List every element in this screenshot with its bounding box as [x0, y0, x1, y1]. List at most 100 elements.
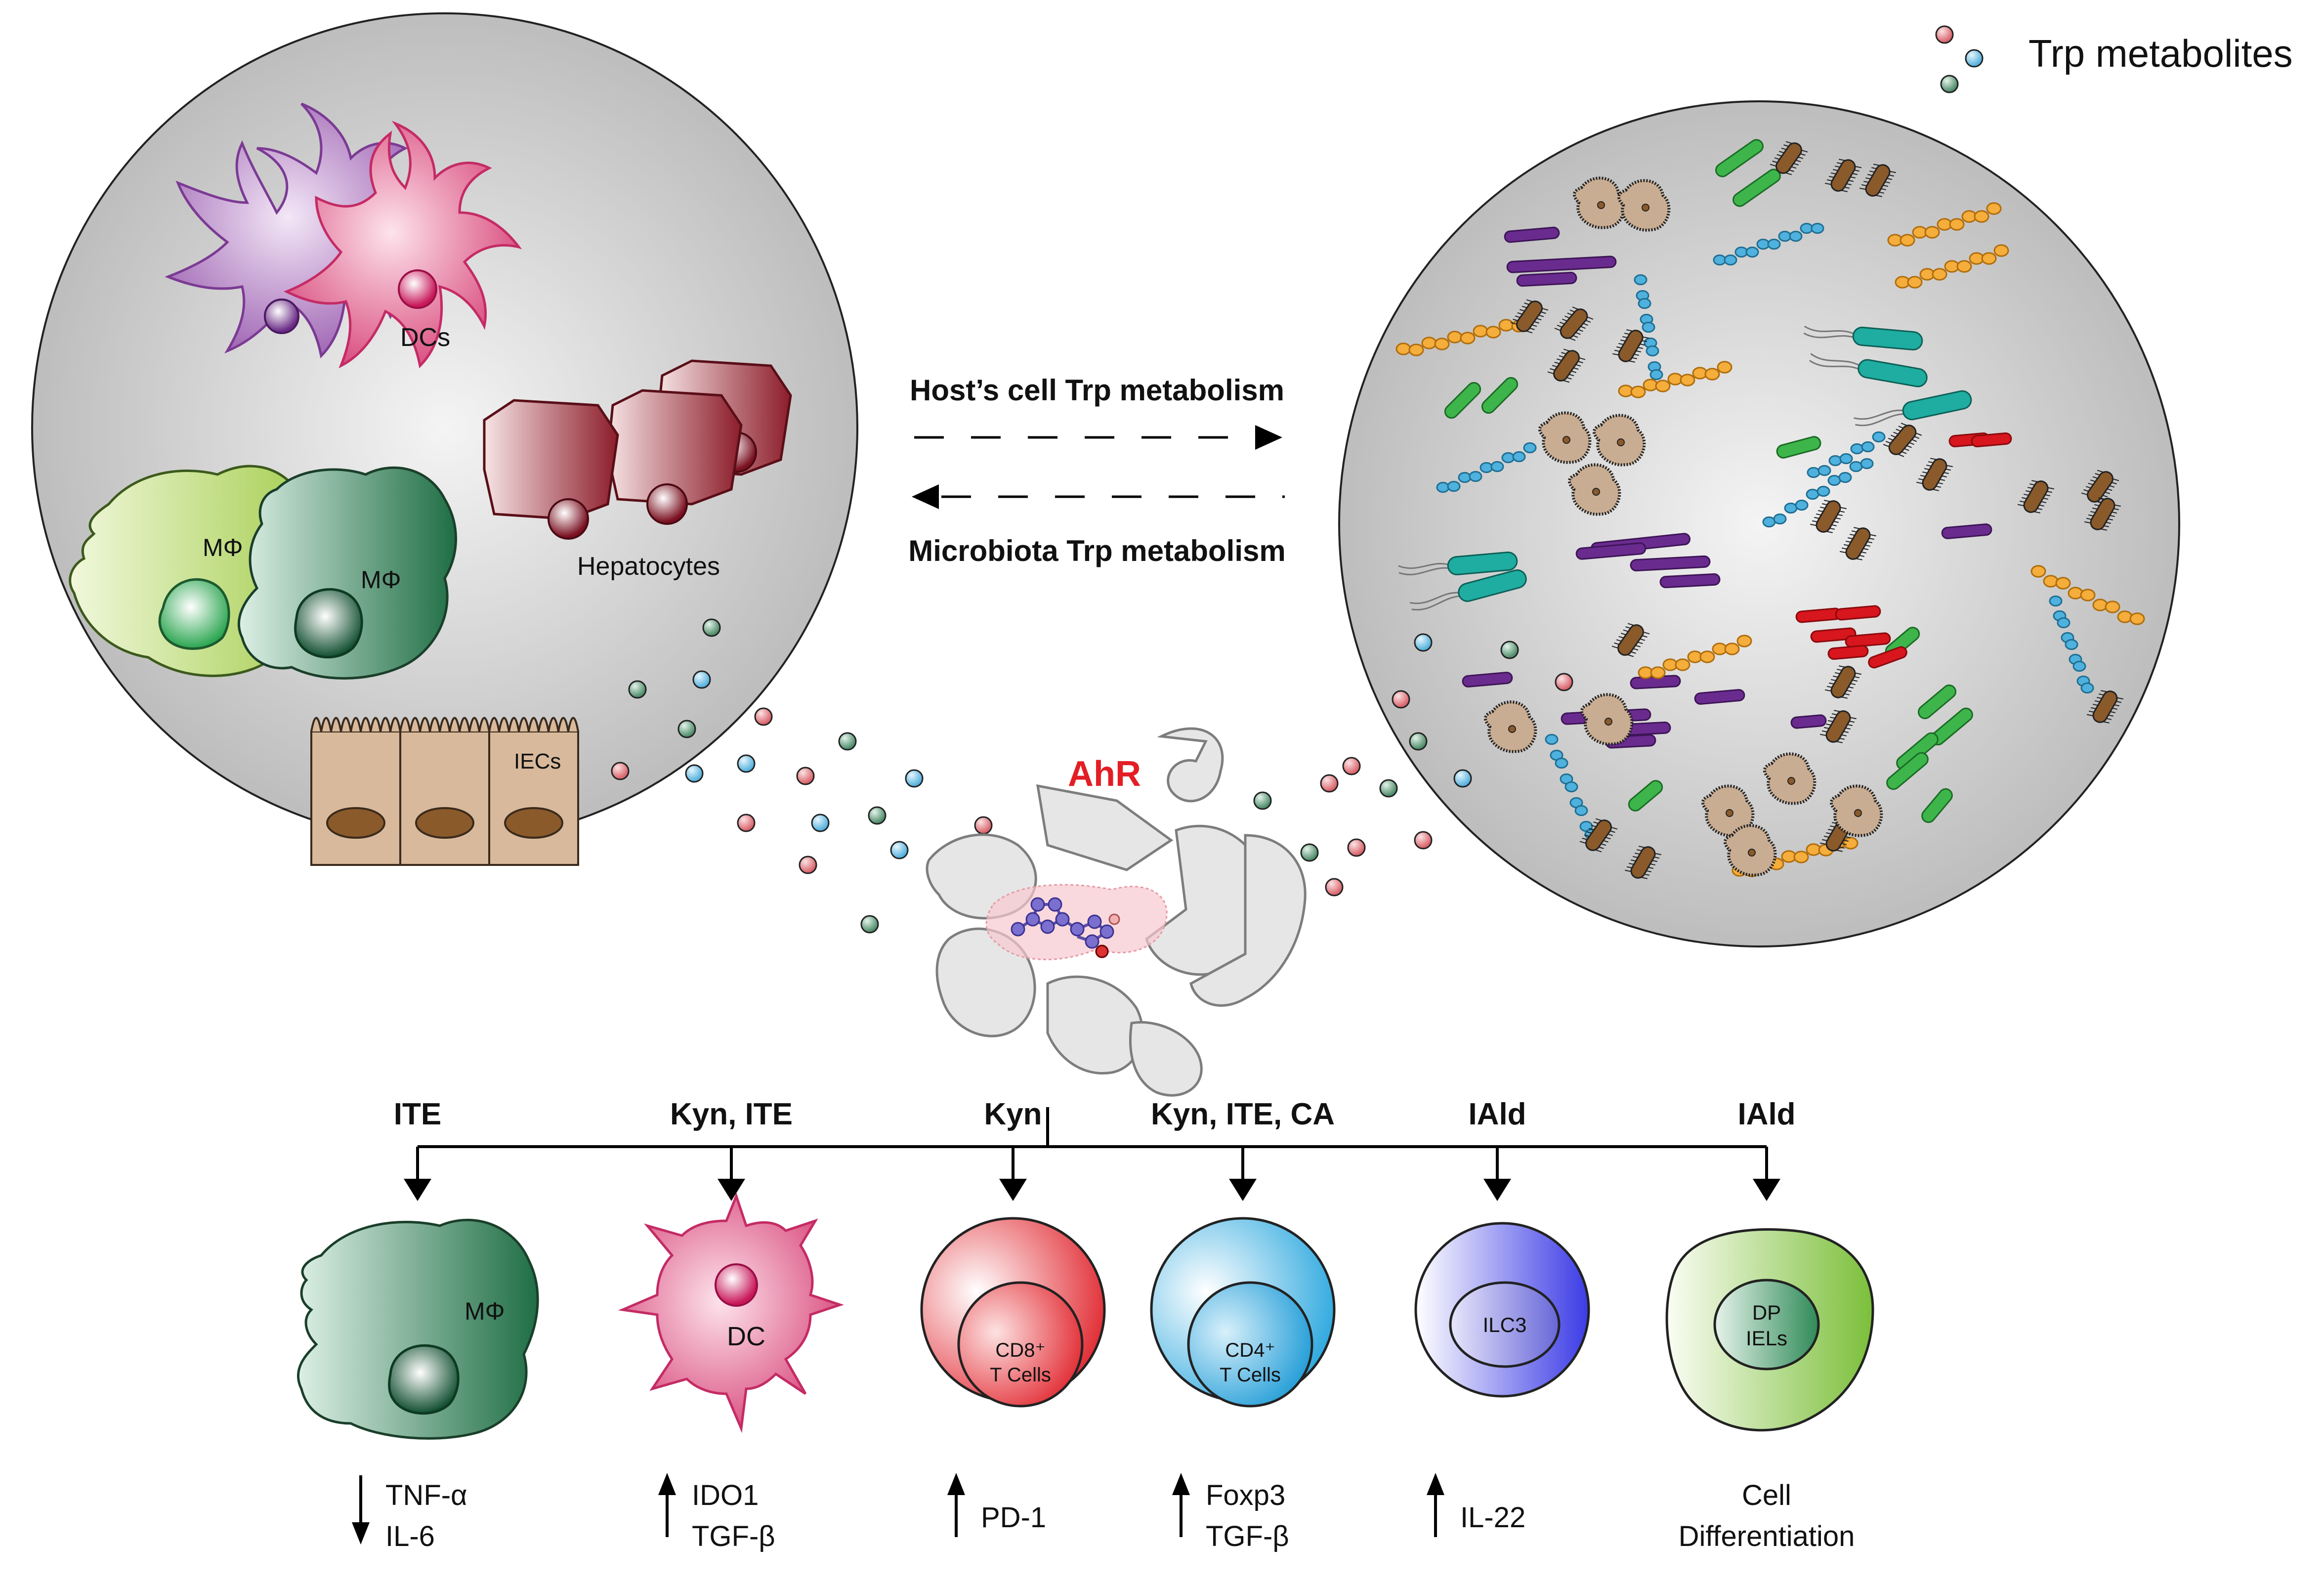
metabolite-dot — [685, 764, 704, 783]
flagellated-bacteria — [2087, 690, 2123, 724]
rod-bacteria — [1659, 573, 1721, 589]
effects: TNF-αIL-6IDO1TGF-βPD-1Foxp3TGF-βIL-22Cel… — [352, 1473, 1855, 1552]
effect-line-1: IL-22 — [1460, 1502, 1525, 1534]
amoeboid-microbe — [1580, 693, 1634, 746]
flagellated-bacteria — [1810, 500, 1847, 533]
teal-flagellate — [1854, 390, 1972, 427]
target-ilc3-label: ILC3 — [1483, 1313, 1527, 1336]
metabolite-dot — [811, 814, 830, 832]
metabolite-dot — [1500, 641, 1519, 659]
flagellated-bacteria — [1625, 846, 1661, 879]
target-cd8-label-2: T Cells — [990, 1364, 1051, 1386]
mf-label-2: MΦ — [361, 566, 401, 594]
target-cells: MΦ DC CD8⁺ T Cells CD4⁺ T Cells ILC3 — [297, 1192, 1874, 1440]
rod-bacteria — [1776, 436, 1821, 459]
target-dp-label: DP — [1752, 1301, 1781, 1324]
branch-ligand-label: Kyn, ITE — [670, 1097, 793, 1131]
flagellated-bacteria — [2084, 497, 2121, 531]
metabolite-dot — [1342, 757, 1361, 775]
flagellated-bacteria — [1916, 458, 1953, 491]
effect-line-1: Foxp3 — [1206, 1479, 1285, 1511]
rod-bacteria — [1921, 788, 1953, 823]
metabolite-dot — [860, 915, 879, 934]
microbiota-circle — [1338, 100, 2180, 947]
branch-arrowhead — [1229, 1179, 1257, 1201]
target-dendritic-cell: DC — [618, 1192, 844, 1433]
effect: IL-22 — [1427, 1473, 1525, 1537]
microbiota-panel — [1338, 100, 2180, 947]
metabolite-dot — [799, 856, 817, 874]
hepatocytes-label: Hepatocytes — [577, 552, 720, 581]
branch: ITE — [394, 1097, 441, 1201]
metabolite-dot — [838, 732, 857, 751]
flagellated-bacteria — [1770, 141, 1808, 175]
ahr-receptor: AhR — [926, 727, 1307, 1097]
host-panel: DCs MΦ MΦ Hepatocytes — [31, 12, 858, 866]
effect-line-2: TGF-β — [1206, 1520, 1289, 1552]
host-metabolism-label: Host’s cell Trp metabolism — [910, 374, 1284, 407]
effect-arrow-up-icon — [658, 1473, 676, 1495]
rod-bacteria — [1886, 752, 1929, 790]
metabolite-dot — [737, 754, 756, 773]
metabolite-dot — [1453, 769, 1472, 788]
target-cd4-t-cell: CD4⁺ T Cells — [1150, 1217, 1336, 1408]
effect-arrow-up-icon — [947, 1473, 965, 1495]
microbiota-arrowhead — [912, 484, 939, 509]
metabolite-dot — [1347, 838, 1366, 857]
effect-line-1: IDO1 — [692, 1479, 759, 1511]
branch-arrowhead — [718, 1179, 745, 1201]
metabolite-dot — [737, 814, 756, 832]
chain-bacteria — [1436, 442, 1537, 493]
dc-label: DCs — [400, 323, 450, 352]
branch: IAld — [1468, 1097, 1526, 1201]
target-mf-label: MΦ — [465, 1297, 505, 1325]
branch: Kyn — [984, 1097, 1042, 1201]
amoeboid-microbe — [1573, 176, 1626, 229]
metabolite-dot — [754, 707, 773, 726]
amoeboid-microbe — [1484, 700, 1537, 753]
metabolite-dot — [702, 618, 721, 637]
branch-ligand-label: IAld — [1468, 1097, 1526, 1131]
target-dc-label: DC — [727, 1322, 765, 1351]
chain-bacteria — [1895, 244, 2009, 289]
rod-bacteria — [1941, 523, 1992, 539]
target-ilc3: ILC3 — [1414, 1222, 1590, 1398]
metabolite-dot — [1379, 779, 1398, 798]
rod-bacteria — [1516, 271, 1577, 287]
flagellated-bacteria — [1510, 299, 1549, 334]
effect-line-1: TNF-α — [385, 1479, 467, 1511]
flagellated-bacteria — [1611, 623, 1650, 657]
branch-arrowhead — [1483, 1179, 1511, 1201]
flagellated-bacteria — [1554, 306, 1594, 341]
target-dp-iels: DP IELs — [1665, 1228, 1874, 1432]
chain-bacteria — [1887, 202, 2002, 247]
rod-bacteria — [1845, 632, 1891, 648]
metabolite-dot — [868, 806, 887, 825]
target-cd4-label-2: T Cells — [1220, 1364, 1281, 1386]
chain-bacteria — [1713, 222, 1824, 266]
metabolite-dot — [628, 680, 647, 699]
mf-label-1: MΦ — [203, 534, 243, 561]
ligand-binding-pocket — [985, 884, 1168, 960]
branch-ligand-label: Kyn — [984, 1097, 1042, 1131]
target-dp-label-2: IELs — [1746, 1327, 1787, 1350]
target-cd8-label: CD8⁺ — [995, 1339, 1045, 1361]
amoeboid-microbe — [1538, 411, 1592, 464]
branch-ligand-label: Kyn, ITE, CA — [1151, 1097, 1335, 1131]
metabolite-dot — [1414, 831, 1433, 850]
amoeboid-microbe — [1763, 752, 1817, 805]
flow-arrows: Host’s cell Trp metabolism Microbiota Tr… — [908, 374, 1285, 567]
target-macrophage: MΦ — [297, 1218, 539, 1440]
rod-bacteria — [1628, 780, 1663, 812]
metabolite-dot — [692, 670, 711, 689]
effect: PD-1 — [947, 1473, 1046, 1537]
effect-arrow-up-icon — [1172, 1473, 1190, 1495]
amoeboid-microbe — [1617, 179, 1671, 232]
rod-bacteria — [1444, 382, 1481, 419]
metabolite-dot — [1325, 878, 1344, 897]
chain-bacteria — [1807, 431, 1886, 478]
chain-bacteria — [1618, 361, 1732, 398]
iecs: IECs — [310, 717, 579, 866]
